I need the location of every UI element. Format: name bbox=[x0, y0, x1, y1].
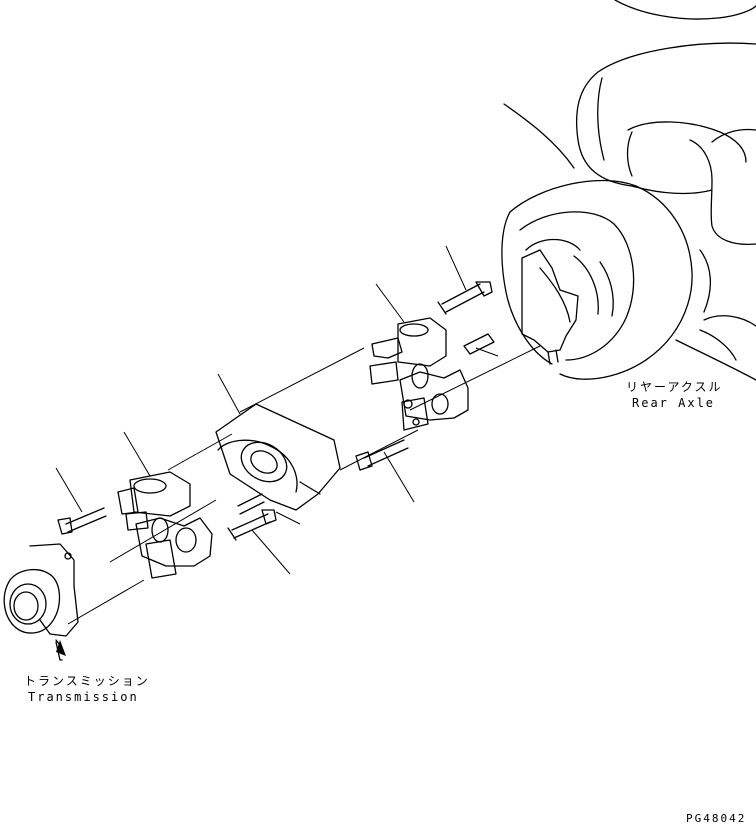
upper-yoke-drawing bbox=[369, 283, 469, 431]
lower-yoke-drawing bbox=[117, 431, 213, 579]
transmission-label-en: Transmission bbox=[28, 690, 139, 704]
rear-axle-label-en: Rear Axle bbox=[632, 396, 716, 410]
drawing-number: PG48042 bbox=[686, 812, 747, 825]
lower-bolts-drawing bbox=[55, 467, 291, 575]
middle-bolt-drawing bbox=[355, 439, 415, 503]
tire-drawing bbox=[503, 0, 756, 381]
transmission-label-jp: トランスミッション bbox=[24, 674, 150, 688]
rear-axle-label-jp: リヤーアクスル bbox=[626, 380, 723, 394]
upper-pin-drawing bbox=[463, 333, 499, 357]
assembly-axis-lines bbox=[67, 345, 541, 625]
transmission-flange-drawing bbox=[3, 543, 79, 661]
rear-axle-housing-drawing bbox=[501, 179, 693, 380]
drive-shaft-center-drawing bbox=[215, 373, 341, 525]
upper-bolt-drawing bbox=[437, 245, 493, 315]
